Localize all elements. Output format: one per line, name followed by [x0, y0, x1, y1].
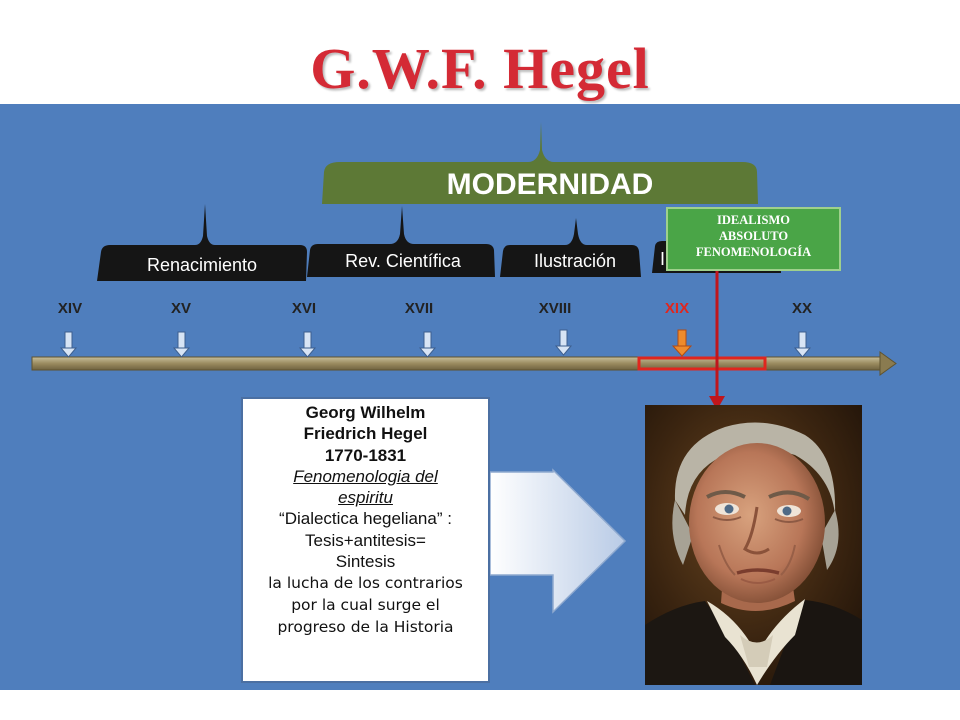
hegel-info-box: Georg Wilhelm Friedrich Hegel 1770-1831 … — [241, 397, 490, 683]
name-line: Georg Wilhelm — [305, 403, 426, 422]
marker-xvi — [298, 331, 317, 358]
summary-line: la lucha de los contrarios — [268, 574, 463, 593]
century-xvi: XVI — [291, 300, 317, 317]
callout-line: IDEALISMO — [717, 213, 790, 227]
modernidad-bracket — [322, 122, 758, 204]
timeline-bar — [31, 351, 897, 376]
marker-xvii — [418, 331, 437, 358]
period-idealismo: I — [660, 249, 666, 269]
idealismo-callout: IDEALISMO ABSOLUTO FENOMENOLOGÍA — [666, 207, 841, 271]
callout-line: FENOMENOLOGÍA — [695, 245, 812, 259]
century-xx: XX — [791, 300, 812, 317]
century-xv: XV — [170, 300, 191, 317]
century-xix: XIX — [664, 300, 690, 317]
dialectic-line: Sintesis — [335, 552, 396, 572]
marker-xviii — [554, 329, 573, 356]
period-renacimiento: Renacimiento — [146, 255, 258, 275]
work-title: Fenomenologia del — [293, 466, 438, 486]
century-xvii: XVII — [404, 300, 434, 317]
xix-highlight — [637, 356, 767, 371]
period-ilustracion: Ilustración — [533, 251, 617, 271]
pointer-arrow — [709, 271, 725, 410]
name-line: Friedrich Hegel — [303, 424, 428, 444]
page-title: G.W.F. Hegel — [310, 36, 650, 101]
summary-line: por la cual surge el — [291, 596, 440, 615]
marker-xiv — [59, 331, 78, 358]
life-dates: 1770-1831 — [324, 445, 407, 465]
marker-xv — [172, 331, 191, 358]
era-label: MODERNIDAD — [446, 168, 654, 201]
period-rev-cientifica: Rev. Científica — [345, 251, 461, 271]
marker-xx — [793, 331, 812, 358]
callout-line: ABSOLUTO — [718, 229, 789, 243]
dialectic-line: “Dialectica hegeliana” : — [279, 509, 452, 529]
portrait-of-hegel — [645, 405, 862, 685]
dialectic-line: Tesis+antitesis= — [305, 530, 426, 550]
work-title: espiritu — [338, 488, 393, 508]
ilustracion-bracket — [500, 218, 641, 277]
rev-cientifica-bracket — [307, 206, 495, 277]
renacimiento-bracket — [97, 204, 307, 281]
right-arrow-icon — [489, 468, 627, 614]
summary-line: progreso de la Historia — [277, 618, 454, 637]
century-xiv: XIV — [57, 300, 83, 317]
century-xviii: XVIII — [538, 300, 572, 317]
century-markers — [59, 329, 812, 358]
marker-xix — [671, 329, 693, 357]
